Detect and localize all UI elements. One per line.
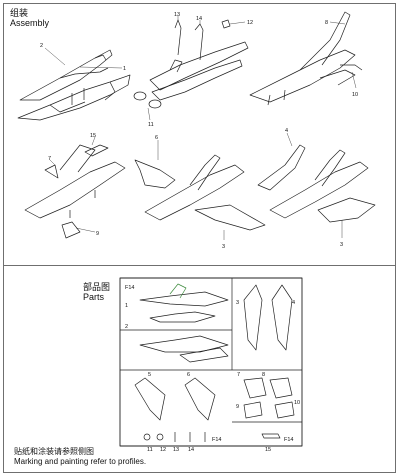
callout-13: 13 — [174, 12, 180, 18]
callout-10: 10 — [352, 92, 358, 98]
parts-title-en: Parts — [83, 292, 105, 302]
step4-aircraft — [24, 144, 126, 239]
callout-6: 6 — [155, 135, 158, 141]
assembly-heading: 组装 Assembly — [10, 8, 49, 28]
assembly-title-zh: 组装 — [10, 8, 29, 18]
gate-8: 8 — [262, 372, 265, 378]
sprue-tag-f14-left: F14 — [212, 437, 221, 443]
gate-11: 11 — [147, 447, 153, 453]
step3-aircraft — [249, 11, 363, 106]
gate-4: 4 — [292, 300, 295, 306]
gate-14: 14 — [188, 447, 194, 453]
marking-note-zh: 贴纸和涂装请参照侧图 — [14, 447, 94, 456]
callout-7: 7 — [48, 156, 51, 162]
gate-13: 13 — [173, 447, 179, 453]
gate-5: 5 — [148, 372, 151, 378]
callout-1: 1 — [123, 66, 126, 72]
step6-aircraft — [257, 144, 376, 223]
gate-6: 6 — [187, 372, 190, 378]
gate-12: 12 — [160, 447, 166, 453]
callout-2: 2 — [40, 43, 43, 49]
sprue-tag-f14-top: F14 — [125, 285, 134, 291]
sprue-frame — [119, 277, 303, 447]
marking-note-en: Marking and painting refer to profiles. — [14, 457, 147, 466]
callout-12: 12 — [247, 20, 253, 26]
gate-7: 7 — [237, 372, 240, 378]
step5-aircraft — [134, 154, 266, 231]
sprue-tag-f14-right: F14 — [284, 437, 293, 443]
parts-title-zh: 部品图 — [83, 282, 111, 292]
gate-1: 1 — [125, 303, 128, 309]
callout-4: 4 — [285, 128, 288, 134]
callout-14: 14 — [196, 16, 202, 22]
gate-10: 10 — [294, 400, 300, 406]
callout-9: 9 — [96, 231, 99, 237]
callout-3-b: 3 — [340, 242, 343, 248]
callout-15: 15 — [90, 133, 96, 139]
callout-11: 11 — [148, 122, 154, 128]
step2-engines — [133, 19, 249, 109]
callout-3-a: 3 — [222, 244, 225, 250]
gate-15: 15 — [265, 447, 271, 453]
gate-2: 2 — [125, 324, 128, 330]
step1-fuselage — [17, 49, 131, 121]
parts-heading: 部品图 Parts — [83, 282, 110, 302]
gate-3: 3 — [236, 300, 239, 306]
sprue-parts — [134, 283, 295, 442]
marking-note: 贴纸和涂装请参照侧图 Marking and painting refer to… — [14, 447, 146, 467]
assembly-title-en: Assembly — [10, 18, 50, 28]
instruction-frame — [3, 3, 396, 473]
section-divider — [3, 265, 396, 266]
callout-8: 8 — [325, 20, 328, 26]
gate-9: 9 — [236, 404, 239, 410]
